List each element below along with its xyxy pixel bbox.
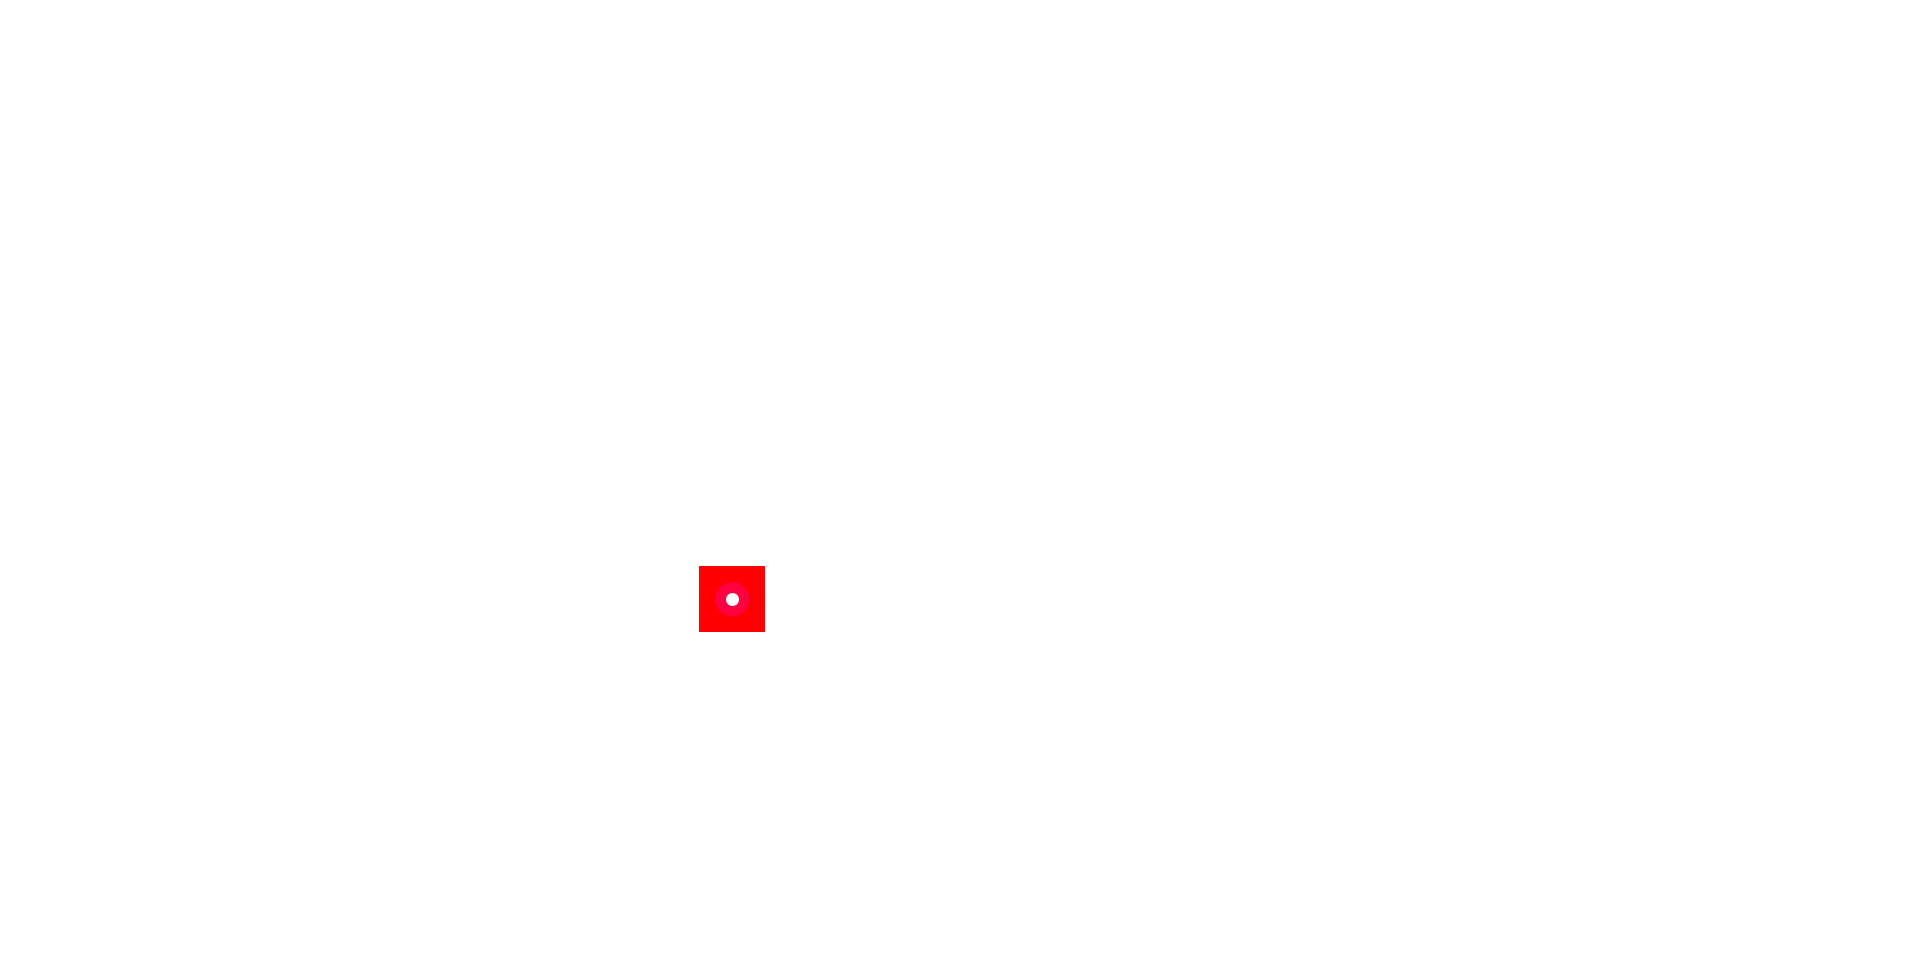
target-ring-icon [715,582,749,616]
click-target[interactable] [699,566,765,632]
target-dot-icon [725,592,739,606]
